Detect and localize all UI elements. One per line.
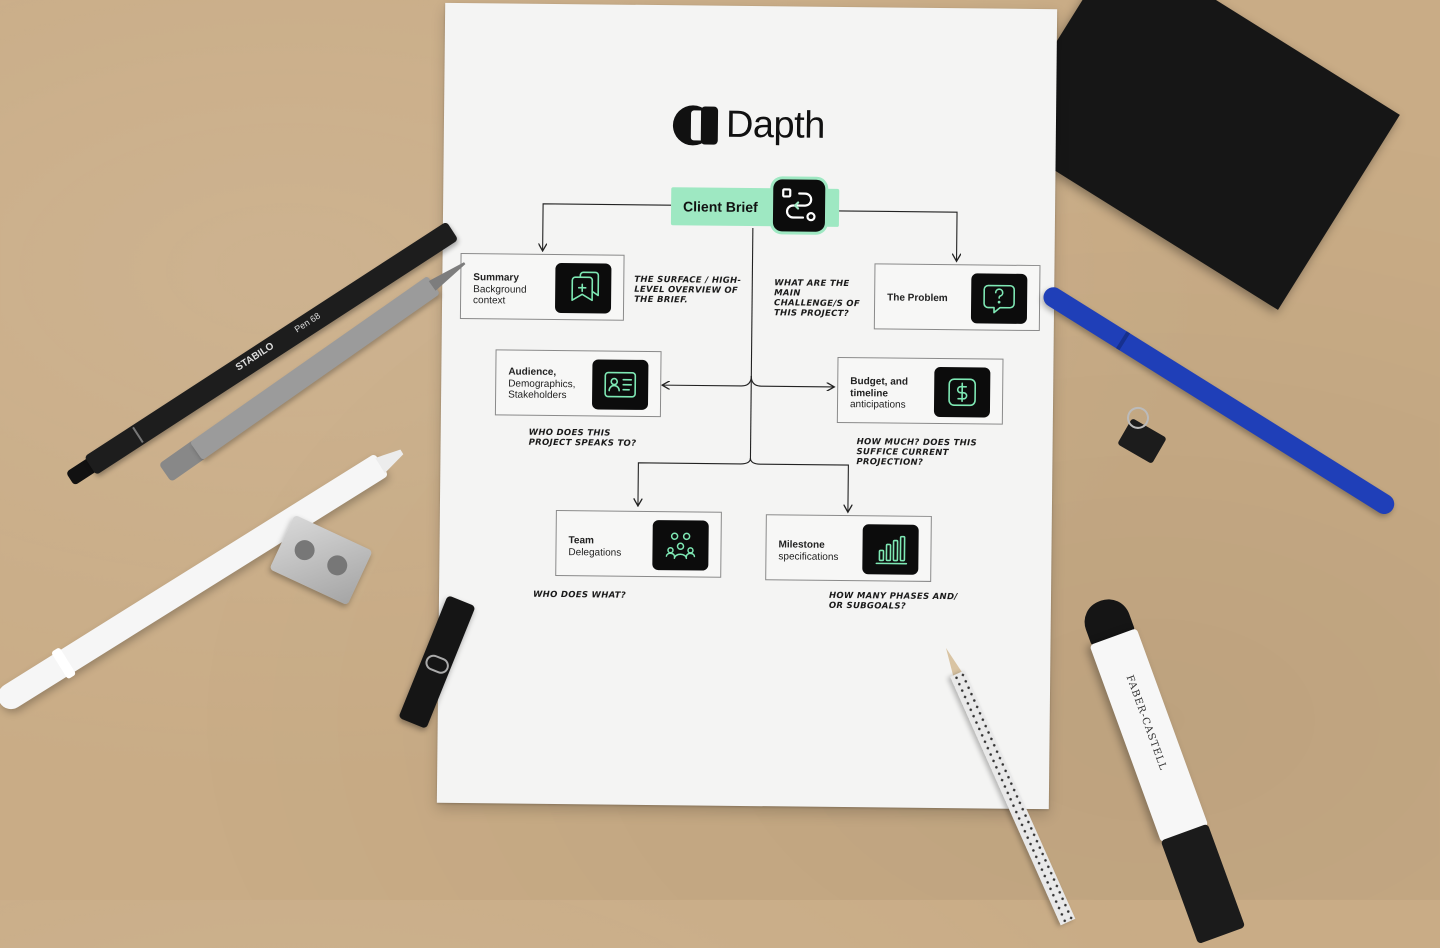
budget-node[interactable]: Budget, and timeline anticipations [836,356,1004,425]
problem-node[interactable]: The Problem [873,263,1041,332]
team-node[interactable]: Team Delegations [555,510,722,578]
id-card-icon [591,359,649,410]
brand-name: Dapth [725,103,826,147]
summary-note: The surface / high-level overview of the… [634,274,742,306]
blue-pen [1039,283,1398,518]
audience-label: Audience, Demographics, Stakeholders [508,366,576,402]
bar-chart-icon [862,524,919,575]
milestone-note: How many phases and/ or subgoals? [828,590,958,612]
dollar-icon [933,366,991,418]
audience-node[interactable]: Audience, Demographics, Stakeholders [494,349,662,418]
problem-note: What are the main challenge/s of this Pr… [773,278,861,320]
question-chat-icon [970,273,1028,324]
team-icon [652,520,709,571]
budget-label: Budget, and timeline anticipations [849,376,909,411]
white-marker: FABER-CASTELL [1077,592,1247,947]
dapth-logo-icon [672,104,719,145]
add-bookmark-icon [554,262,612,314]
audience-note: Who does this Project speaks to? [528,427,637,449]
client-brief-label: Client Brief [683,198,758,216]
brand-logo: Dapth [672,103,825,148]
desk-scene: Dapth Client Brief [0,0,1400,945]
milestone-label: Milestone specifications [778,539,839,563]
milestone-node[interactable]: Milestone specifications [765,514,932,582]
client-brief-node[interactable]: Client Brief [670,179,840,232]
route-icon [772,179,826,232]
team-note: Who does what? [532,589,627,601]
binder-clip [1117,402,1167,464]
budget-note: How much? Does this suffice current proj… [856,437,978,468]
problem-label: The Problem [887,292,948,305]
team-label: Team Delegations [568,535,622,559]
grey-pencil [158,246,483,483]
black-notebook [998,0,1400,310]
summary-node[interactable]: Summary Background context [459,252,625,321]
summary-label: Summary Background context [473,272,527,307]
